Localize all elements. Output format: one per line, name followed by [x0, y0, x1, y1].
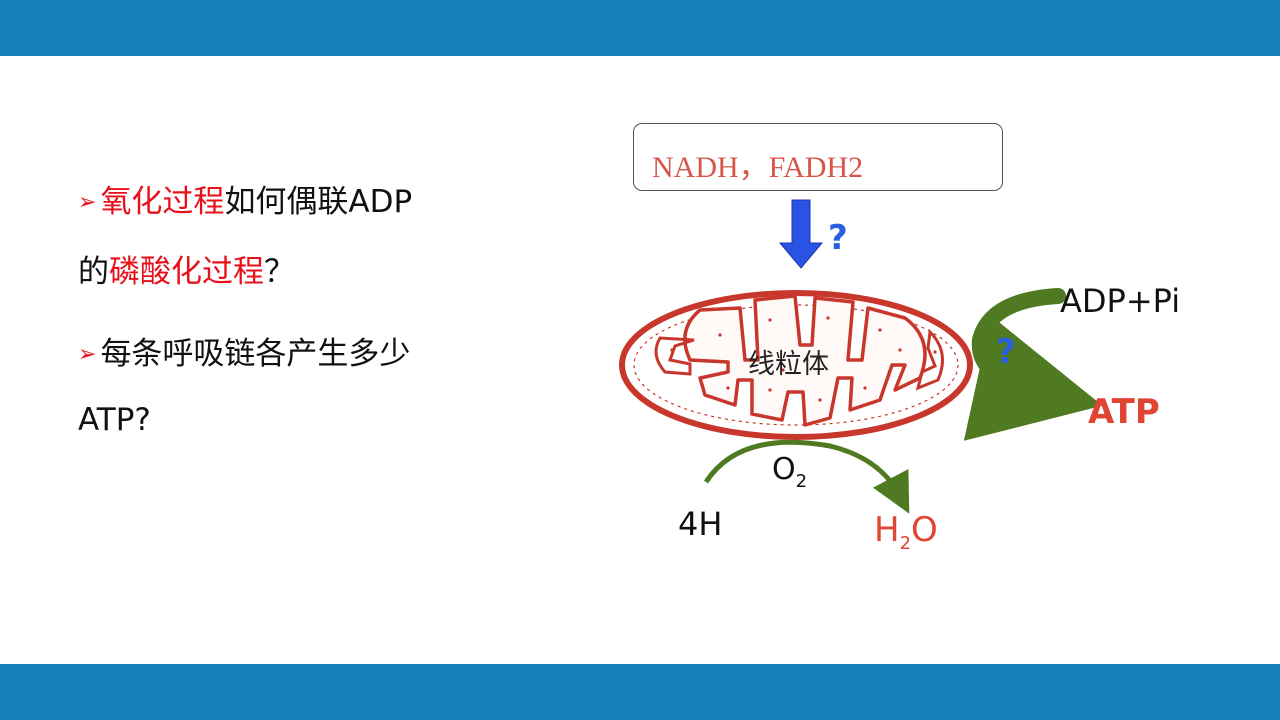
mitochondrion-inner-ring	[633, 304, 959, 426]
4h-label: 4H	[678, 505, 723, 543]
green-curved-arrow-atp	[963, 288, 1103, 441]
nadh-fadh2-label: NADH，FADH2	[652, 151, 864, 184]
adp-pi-label: ADP+Pi	[1060, 282, 1181, 320]
mitochondrion-left-fold	[654, 336, 695, 376]
mitochondrion-cristae	[683, 294, 927, 427]
nadh-fadh2-box: NADH，FADH2	[633, 123, 1003, 191]
bullet-2-continuation: ATP?	[78, 402, 151, 439]
o2-label: O2	[772, 452, 808, 492]
bullet-2: ➢每条呼吸链各产生多少	[78, 336, 410, 376]
bullet-arrow-icon: ➢	[78, 190, 97, 215]
bullet-2-prefix: 的	[78, 254, 109, 290]
question-mark-right: ?	[996, 332, 1016, 372]
bullet-1-text: 如何偶联ADP	[224, 184, 413, 220]
bullet-1: ➢氧化过程如何偶联ADP	[78, 184, 412, 224]
bullet-2-highlight: 磷酸化过程	[109, 254, 264, 290]
mitochondrion-right-fold	[915, 328, 944, 391]
green-curved-arrow-h2o	[703, 439, 910, 514]
h2o-label: H2O	[874, 510, 938, 554]
bottom-banner	[0, 664, 1280, 720]
bullet-1-continuation: 的磷酸化过程？	[78, 254, 295, 291]
top-banner	[0, 0, 1280, 56]
bullet-4-text: ATP?	[78, 402, 151, 438]
mitochondrion-label: 线粒体	[748, 349, 829, 380]
question-mark-top: ?	[828, 218, 848, 258]
matrix-dots	[670, 316, 937, 402]
bullet-1-highlight: 氧化过程	[100, 184, 225, 220]
bullet-2-text: ？	[264, 254, 295, 290]
atp-label: ATP	[1088, 392, 1160, 432]
bullet-3-text: 每条呼吸链各产生多少	[100, 336, 411, 372]
bullet-arrow-icon: ➢	[78, 342, 97, 367]
blue-down-arrow-icon	[778, 199, 824, 269]
